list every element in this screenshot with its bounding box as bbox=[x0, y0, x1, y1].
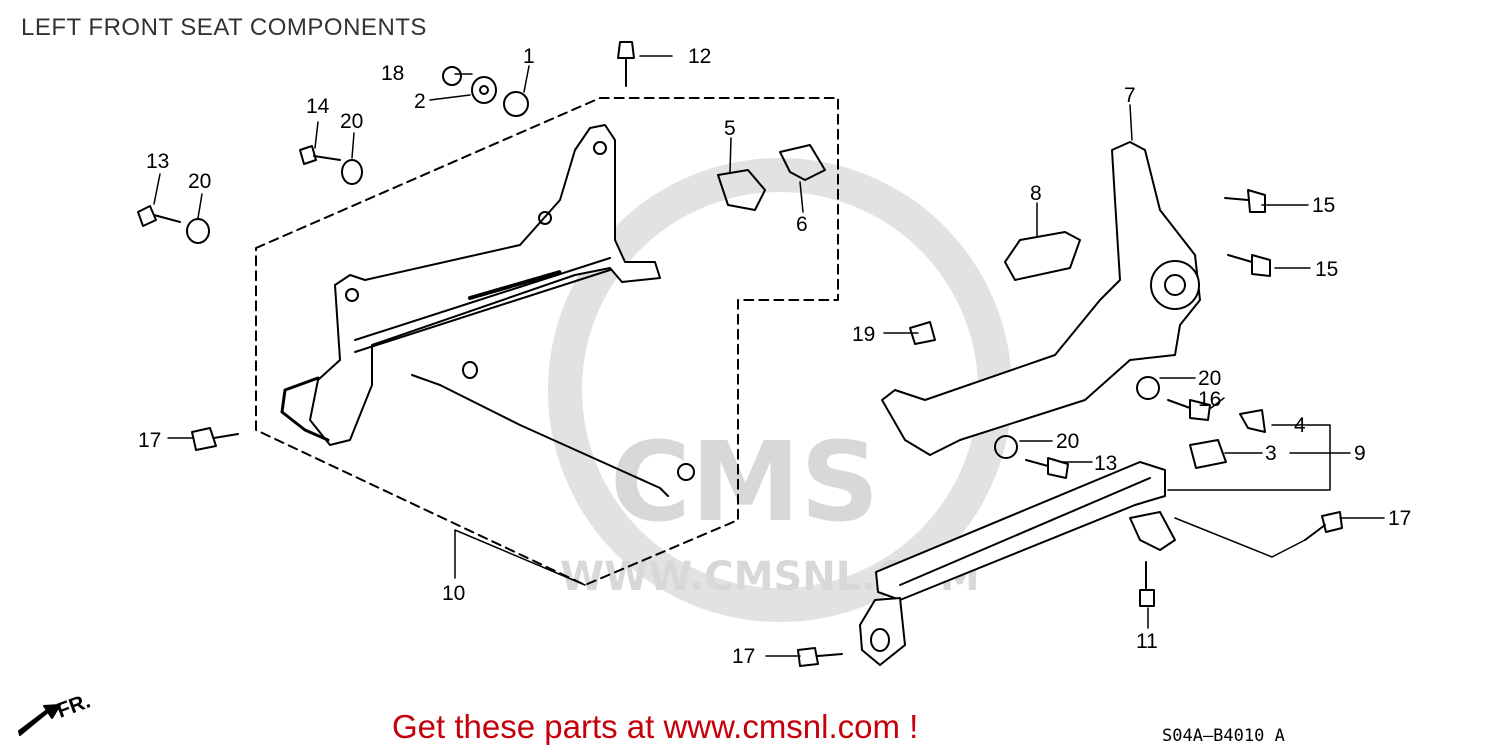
callout-20-right-lower: 20 bbox=[1056, 430, 1079, 453]
bolt-14 bbox=[299, 145, 341, 165]
nut-19 bbox=[909, 321, 936, 345]
callout-19: 19 bbox=[852, 323, 875, 346]
clip-5 bbox=[717, 169, 766, 211]
bolt-17-left bbox=[191, 427, 239, 451]
assembly-boundary-10 bbox=[255, 97, 839, 586]
washer-2 bbox=[471, 76, 497, 104]
callout-labels: 1 2 3 4 5 6 7 8 9 10 11 12 13 13 14 15 1… bbox=[138, 45, 1411, 668]
callout-12: 12 bbox=[688, 45, 711, 68]
release-lever bbox=[280, 376, 330, 442]
callout-11: 11 bbox=[1136, 630, 1158, 653]
callout-20-right-upper: 20 bbox=[1198, 367, 1221, 390]
washer-20-right-lower bbox=[994, 435, 1018, 459]
shop-link-banner[interactable]: Get these parts at www.cmsnl.com ! bbox=[392, 708, 919, 745]
watermark-logo-text: CMS bbox=[610, 418, 879, 546]
callout-13-left: 13 bbox=[146, 150, 169, 173]
callout-9: 9 bbox=[1354, 442, 1366, 465]
callout-7: 7 bbox=[1124, 84, 1136, 107]
bolt-16 bbox=[1167, 399, 1211, 421]
bolt-11 bbox=[1139, 561, 1155, 607]
callout-16: 16 bbox=[1198, 388, 1221, 411]
callout-6: 6 bbox=[796, 213, 808, 236]
lower-rail bbox=[875, 461, 1166, 601]
bolt-17-bottom bbox=[797, 647, 843, 667]
bolt-15-upper bbox=[1224, 189, 1266, 213]
washer-20-left bbox=[186, 218, 210, 244]
spacer-strip bbox=[411, 374, 669, 497]
bolt-13-left bbox=[137, 205, 181, 227]
rail-bracket bbox=[859, 597, 906, 666]
nut-18 bbox=[442, 66, 462, 86]
washer-20-right-upper bbox=[1136, 376, 1160, 400]
diagram-code: S04A–B4010 A bbox=[1162, 726, 1285, 746]
washer-20-top bbox=[341, 159, 363, 185]
callout-2: 2 bbox=[414, 90, 426, 113]
callout-8: 8 bbox=[1030, 182, 1042, 205]
callout-13-right: 13 bbox=[1094, 452, 1117, 475]
front-arrow-icon bbox=[18, 704, 61, 736]
bolt-12 bbox=[617, 41, 635, 87]
grommet-1 bbox=[503, 91, 529, 117]
clip-4 bbox=[1239, 409, 1266, 433]
callout-15-upper: 15 bbox=[1312, 194, 1335, 217]
bolt-17-right bbox=[1304, 511, 1343, 541]
callout-4: 4 bbox=[1294, 414, 1306, 437]
diagram-title: LEFT FRONT SEAT COMPONENTS bbox=[21, 14, 427, 41]
callout-14: 14 bbox=[306, 95, 330, 118]
leader-lines bbox=[153, 55, 1385, 657]
callout-20-top: 20 bbox=[340, 110, 363, 133]
recliner-7 bbox=[881, 141, 1201, 456]
callout-1: 1 bbox=[523, 45, 535, 68]
front-marker-label: FR. bbox=[54, 690, 94, 723]
bolt-15-lower bbox=[1227, 254, 1271, 277]
cover-8 bbox=[1004, 231, 1081, 281]
callout-17-right: 17 bbox=[1388, 507, 1411, 530]
callout-20-left: 20 bbox=[188, 170, 211, 193]
callout-15-lower: 15 bbox=[1315, 258, 1338, 281]
cms-watermark: CMS WWW.CMSNL.COM bbox=[548, 158, 1012, 622]
callout-17-bottom: 17 bbox=[732, 645, 755, 668]
callout-10: 10 bbox=[442, 582, 465, 605]
clip-3 bbox=[1189, 439, 1227, 469]
callout-17-left: 17 bbox=[138, 429, 161, 452]
callout-3: 3 bbox=[1265, 442, 1277, 465]
bolt-13-right bbox=[1025, 457, 1069, 479]
callout-18: 18 bbox=[381, 62, 404, 85]
clip-6 bbox=[779, 144, 826, 181]
callout-5: 5 bbox=[724, 117, 736, 140]
adjuster-spring bbox=[468, 270, 562, 300]
